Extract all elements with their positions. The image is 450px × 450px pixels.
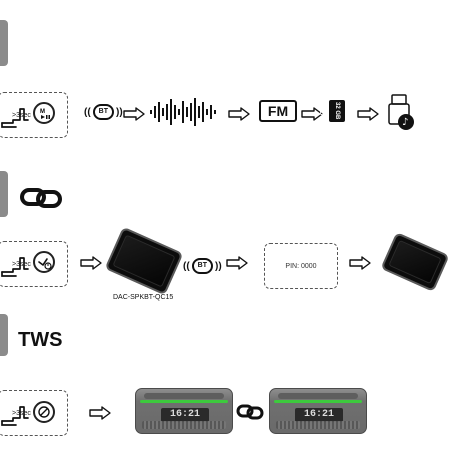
pin-box: PIN: 0000 xyxy=(264,243,338,289)
pair-icon xyxy=(38,258,52,270)
arrow-7 xyxy=(349,256,371,270)
arrow-2 xyxy=(228,107,250,121)
arrow-3 xyxy=(301,107,323,121)
press-duration-1: >3sec xyxy=(12,112,31,119)
speaker-1-display: 16:21 xyxy=(161,408,209,422)
hand-icon xyxy=(1,257,29,277)
hand-icon xyxy=(1,406,29,426)
section-tab-1 xyxy=(0,20,8,66)
mode-icon: M xyxy=(40,109,50,119)
svg-text:♪: ♪ xyxy=(402,117,408,128)
pair-button xyxy=(33,251,55,273)
fm-mode-icon: FM xyxy=(259,100,297,122)
tws-label: TWS xyxy=(18,329,63,351)
svg-text:M: M xyxy=(40,109,45,115)
device-name-caption: DAC-SPKBT-QC15 xyxy=(113,294,174,301)
sd-card-icon: 32 GB SD xyxy=(318,100,345,122)
press-box-1 xyxy=(0,92,68,138)
section-tab-2 xyxy=(0,171,8,217)
press-box-2 xyxy=(0,241,68,287)
section-tab-3 xyxy=(0,314,8,356)
sd-card-label: 32 GB SD xyxy=(318,102,340,120)
link-icon xyxy=(236,404,264,420)
arrow-8 xyxy=(89,406,111,420)
arrow-4 xyxy=(357,107,379,121)
arrow-1 xyxy=(123,107,145,121)
press-duration-2: >3sec xyxy=(12,261,31,268)
speaker-2: 16:21 xyxy=(269,388,367,434)
speaker-1: 16:21 xyxy=(135,388,233,434)
press-box-3 xyxy=(0,390,68,436)
tws-icon xyxy=(38,406,50,418)
arrow-6 xyxy=(226,256,248,270)
tablet-device-1 xyxy=(104,226,184,296)
bt-indicator-2: ((BT)) xyxy=(183,257,222,275)
speaker-2-display: 16:21 xyxy=(295,408,343,422)
link-icon xyxy=(20,188,62,208)
arrow-5 xyxy=(80,256,102,270)
usb-icon: ♪ xyxy=(388,94,414,130)
bt-indicator-1: ((BT)) xyxy=(84,103,123,121)
tablet-device-2 xyxy=(380,231,450,293)
waveform-icon xyxy=(150,98,216,126)
pin-text: PIN: 0000 xyxy=(285,262,317,270)
press-duration-3: >3sec xyxy=(12,410,31,417)
hand-icon xyxy=(1,108,29,128)
